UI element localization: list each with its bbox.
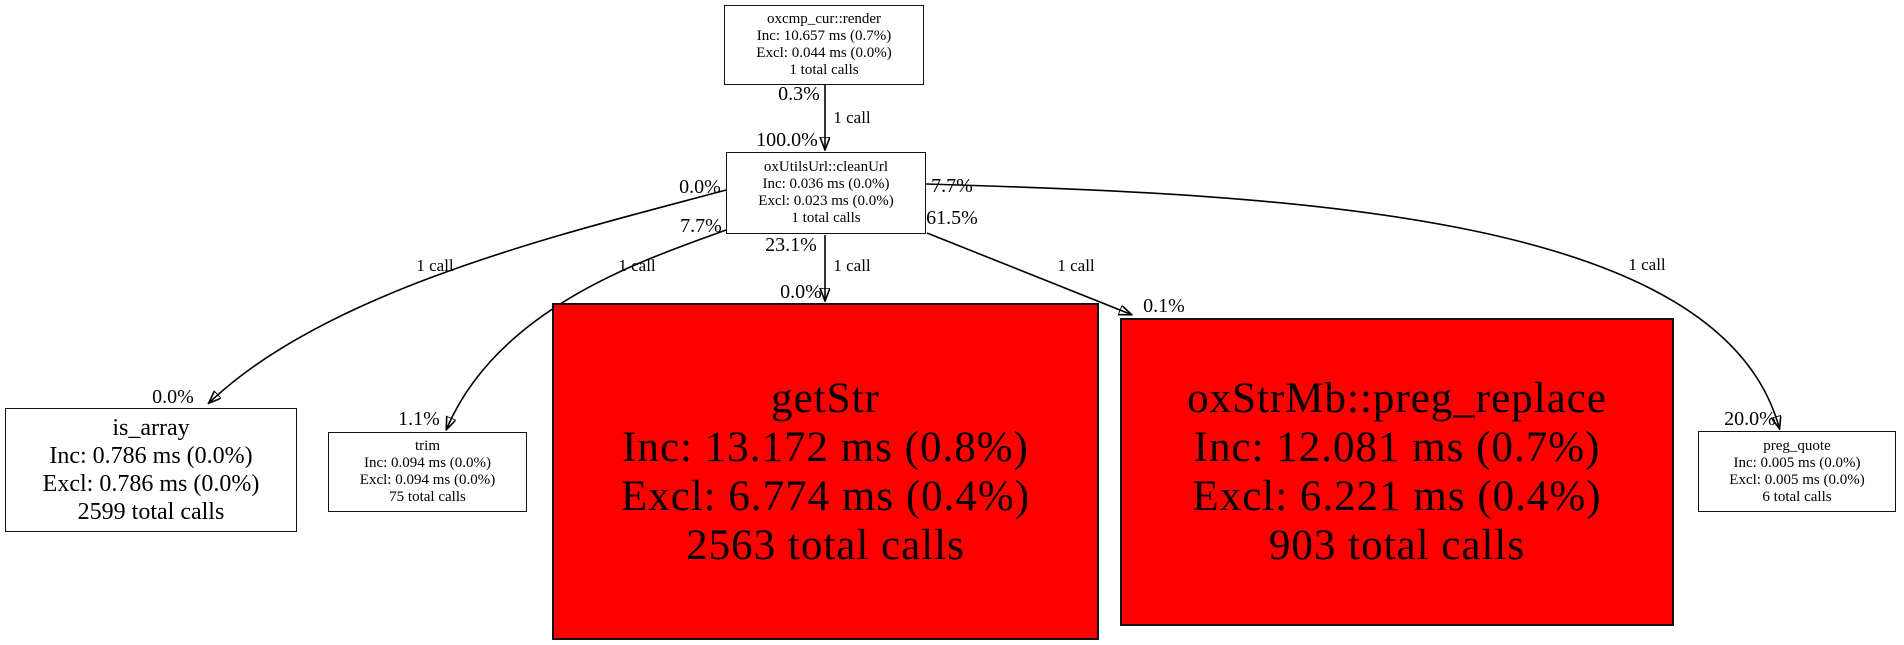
edge-head-percent: 20.0% — [1724, 408, 1776, 430]
node-oxutilsurl-cleanurl: oxUtilsUrl::cleanUrl Inc: 0.036 ms (0.0%… — [726, 152, 926, 234]
edge-head-percent: 1.1% — [398, 408, 440, 430]
edge-head-percent: 0.1% — [1143, 295, 1185, 317]
edge-call-count: 1 call — [618, 256, 656, 275]
node-inclusive-time: Inc: 12.081 ms (0.7%) — [1193, 424, 1601, 471]
edge-tail-percent: 7.7% — [931, 175, 973, 197]
edge-head-percent: 100.0% — [756, 129, 818, 151]
node-title: trim — [415, 438, 440, 454]
node-title: is_array — [112, 415, 190, 441]
node-exclusive-time: Excl: 0.786 ms (0.0%) — [42, 471, 260, 497]
node-oxcmp-cur-render: oxcmp_cur::render Inc: 10.657 ms (0.7%) … — [724, 5, 924, 85]
edge-tail-percent: 23.1% — [765, 234, 817, 256]
node-oxstrmb-preg-replace: oxStrMb::preg_replace Inc: 12.081 ms (0.… — [1120, 318, 1674, 626]
node-getstr: getStr Inc: 13.172 ms (0.8%) Excl: 6.774… — [552, 303, 1099, 640]
node-total-calls: 75 total calls — [389, 489, 466, 505]
node-exclusive-time: Excl: 0.094 ms (0.0%) — [359, 472, 496, 488]
node-inclusive-time: Inc: 0.036 ms (0.0%) — [762, 176, 890, 192]
node-total-calls: 1 total calls — [789, 62, 859, 78]
node-exclusive-time: Excl: 0.023 ms (0.0%) — [758, 193, 894, 209]
node-title: getStr — [771, 374, 880, 422]
edge-cleanurl-to-trim — [447, 229, 727, 428]
node-total-calls: 2563 total calls — [686, 521, 965, 569]
edge-cleanurl-to-is-array — [210, 189, 727, 402]
edge-tail-percent: 61.5% — [926, 207, 978, 229]
node-exclusive-time: Excl: 6.221 ms (0.4%) — [1192, 473, 1602, 520]
node-total-calls: 2599 total calls — [77, 499, 225, 525]
edge-tail-percent: 0.0% — [679, 176, 721, 198]
node-exclusive-time: Excl: 0.005 ms (0.0%) — [1729, 471, 1865, 488]
node-exclusive-time: Excl: 6.774 ms (0.4%) — [620, 472, 1031, 520]
edge-call-count: 1 call — [833, 108, 871, 127]
node-inclusive-time: Inc: 0.094 ms (0.0%) — [363, 455, 492, 471]
node-preg-quote: preg_quote Inc: 0.005 ms (0.0%) Excl: 0.… — [1698, 431, 1896, 512]
edge-call-count: 1 call — [1628, 255, 1666, 274]
node-is-array: is_array Inc: 0.786 ms (0.0%) Excl: 0.78… — [5, 408, 297, 532]
node-title: preg_quote — [1763, 437, 1831, 454]
node-exclusive-time: Excl: 0.044 ms (0.0%) — [756, 45, 892, 61]
edge-head-percent: 0.0% — [152, 386, 194, 408]
node-total-calls: 6 total calls — [1762, 488, 1832, 505]
node-inclusive-time: Inc: 13.172 ms (0.8%) — [622, 423, 1029, 471]
edge-call-count: 1 call — [1057, 256, 1095, 275]
node-total-calls: 903 total calls — [1268, 522, 1526, 569]
node-title: oxUtilsUrl::cleanUrl — [763, 159, 889, 175]
node-total-calls: 1 total calls — [791, 210, 861, 226]
node-trim: trim Inc: 0.094 ms (0.0%) Excl: 0.094 ms… — [328, 432, 527, 512]
edge-cleanurl-to-preg-replace — [926, 232, 1130, 314]
edge-tail-percent: 7.7% — [680, 215, 722, 237]
edge-call-count: 1 call — [416, 256, 454, 275]
node-title: oxStrMb::preg_replace — [1187, 375, 1607, 422]
node-title: oxcmp_cur::render — [766, 11, 882, 27]
node-inclusive-time: Inc: 10.657 ms (0.7%) — [756, 28, 892, 44]
node-inclusive-time: Inc: 0.786 ms (0.0%) — [49, 443, 253, 469]
edge-tail-percent: 0.3% — [778, 83, 820, 105]
edge-call-count: 1 call — [833, 256, 871, 275]
edge-head-percent: 0.0% — [780, 281, 822, 303]
edge-cleanurl-to-preg-quote — [925, 183, 1779, 427]
node-inclusive-time: Inc: 0.005 ms (0.0%) — [1733, 454, 1861, 471]
